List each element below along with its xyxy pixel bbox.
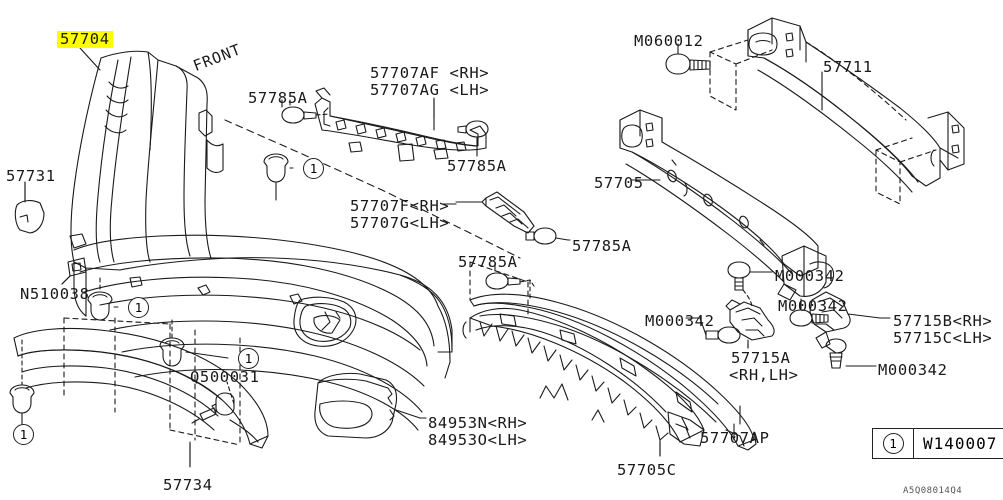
- label-57707ap: 57707AP: [700, 429, 770, 447]
- legend-box: 1 W140007: [872, 428, 1003, 459]
- part-57785a-bolt-3: [525, 227, 569, 245]
- callout-ref-1c: 1: [238, 348, 259, 369]
- label-m000342-4: M000342: [878, 361, 948, 379]
- callout-circle: 1: [238, 348, 259, 369]
- part-57707af-bracket: [314, 87, 487, 162]
- legend-ref-circle: 1: [882, 433, 904, 454]
- label-57707af: 57707AF <RH>: [370, 64, 490, 82]
- label-84953n: 84953N<RH>: [428, 414, 528, 432]
- label-57707f: 57707F<RH>: [350, 197, 450, 215]
- part-57715bc-bracket: [789, 291, 881, 369]
- part-84953n-cover: [314, 372, 421, 439]
- callout-circle: 1: [303, 158, 324, 179]
- label-57734: 57734: [163, 476, 213, 494]
- part-m060012-bolt: [665, 44, 711, 75]
- callout-ref-1a: 1: [303, 158, 324, 179]
- label-m000342-3: M000342: [645, 312, 715, 330]
- footer-diagram-code: A5Q08014Q4: [903, 486, 963, 496]
- callout-ref-1d: 1: [13, 424, 34, 445]
- label-q500031: Q500031: [190, 368, 260, 386]
- label-m000342-1: M000342: [775, 267, 845, 285]
- callout-circle: 1: [128, 297, 149, 318]
- label-57785a-4: 57785A: [458, 253, 518, 271]
- label-m000342-2: M000342: [778, 297, 848, 315]
- label-57785a-3: 57785A: [572, 237, 632, 255]
- label-57715c: 57715C<LH>: [893, 329, 993, 347]
- legend-partnumber-cell: W140007: [923, 434, 998, 453]
- label-57705: 57705: [594, 174, 644, 192]
- part-57715a-bracket: [689, 261, 775, 349]
- label-57715a-rhlh: <RH,LH>: [729, 366, 799, 384]
- part-57707f-bracket: [455, 191, 535, 234]
- part-57785a-bolt-4: [485, 265, 535, 301]
- part-57707ap-bar: [469, 261, 757, 451]
- part-57731-cover: [14, 181, 45, 234]
- label-57707ag: 57707AG <LH>: [370, 81, 490, 99]
- label-57785a-2: 57785A: [447, 157, 507, 175]
- part-57734-lower-valance: [13, 317, 269, 468]
- label-57707g: 57707G<LH>: [350, 214, 450, 232]
- label-m060012: M060012: [634, 32, 704, 50]
- leader-lines: [24, 43, 891, 467]
- legend-ref-cell: 1: [873, 429, 914, 458]
- label-57731: 57731: [6, 167, 56, 185]
- part-q500031-screw: [191, 381, 235, 424]
- label-57785a-1: 57785A: [248, 89, 308, 107]
- part-57704-bumper-cover: [69, 50, 521, 431]
- callout-ref-1b: 1: [128, 297, 149, 318]
- label-57705c: 57705C: [617, 461, 677, 479]
- part-57705c-lower-grille: [462, 307, 705, 457]
- part-57711-reinforcement-beam: [709, 17, 965, 205]
- label-57711: 57711: [823, 58, 873, 76]
- part-57785a-bolt-2: [457, 120, 489, 153]
- part-57705-lower-beam: [619, 109, 835, 301]
- label-57715a: 57715A: [731, 349, 791, 367]
- label-57715b: 57715B<RH>: [893, 312, 993, 330]
- label-n510038: N510038: [20, 285, 90, 303]
- callout-circle: 1: [13, 424, 34, 445]
- label-84953o: 84953O<LH>: [428, 431, 528, 449]
- grommet-pin-group: [9, 153, 294, 425]
- part-57785a-bolt-1: [281, 99, 331, 127]
- label-57704: 57704: [57, 31, 113, 48]
